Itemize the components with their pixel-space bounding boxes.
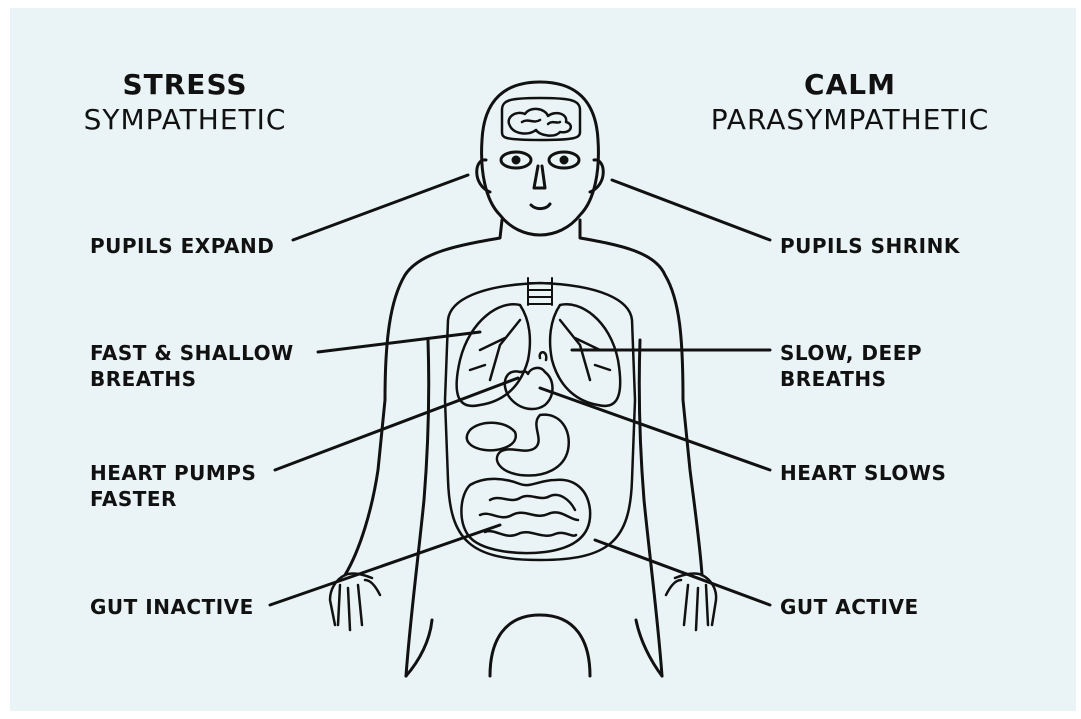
connector-lines-left <box>270 175 518 605</box>
organ-cavity <box>445 283 635 560</box>
right-pupil <box>561 157 567 163</box>
line-heart-slows <box>540 388 770 470</box>
mouth <box>531 204 550 209</box>
line-pupils-shrink <box>612 180 770 240</box>
trachea <box>528 278 552 305</box>
torso <box>345 220 702 676</box>
line-fast-shallow-breaths <box>318 332 480 352</box>
head <box>477 82 604 235</box>
stomach-icon <box>467 415 569 476</box>
nose <box>534 166 545 188</box>
line-gut-active <box>595 540 770 605</box>
line-pupils-expand <box>293 175 468 240</box>
left-pupil <box>513 157 519 163</box>
intestines-icon <box>461 479 590 553</box>
line-gut-inactive <box>270 525 500 605</box>
face <box>501 152 579 209</box>
brain-icon <box>502 98 580 140</box>
